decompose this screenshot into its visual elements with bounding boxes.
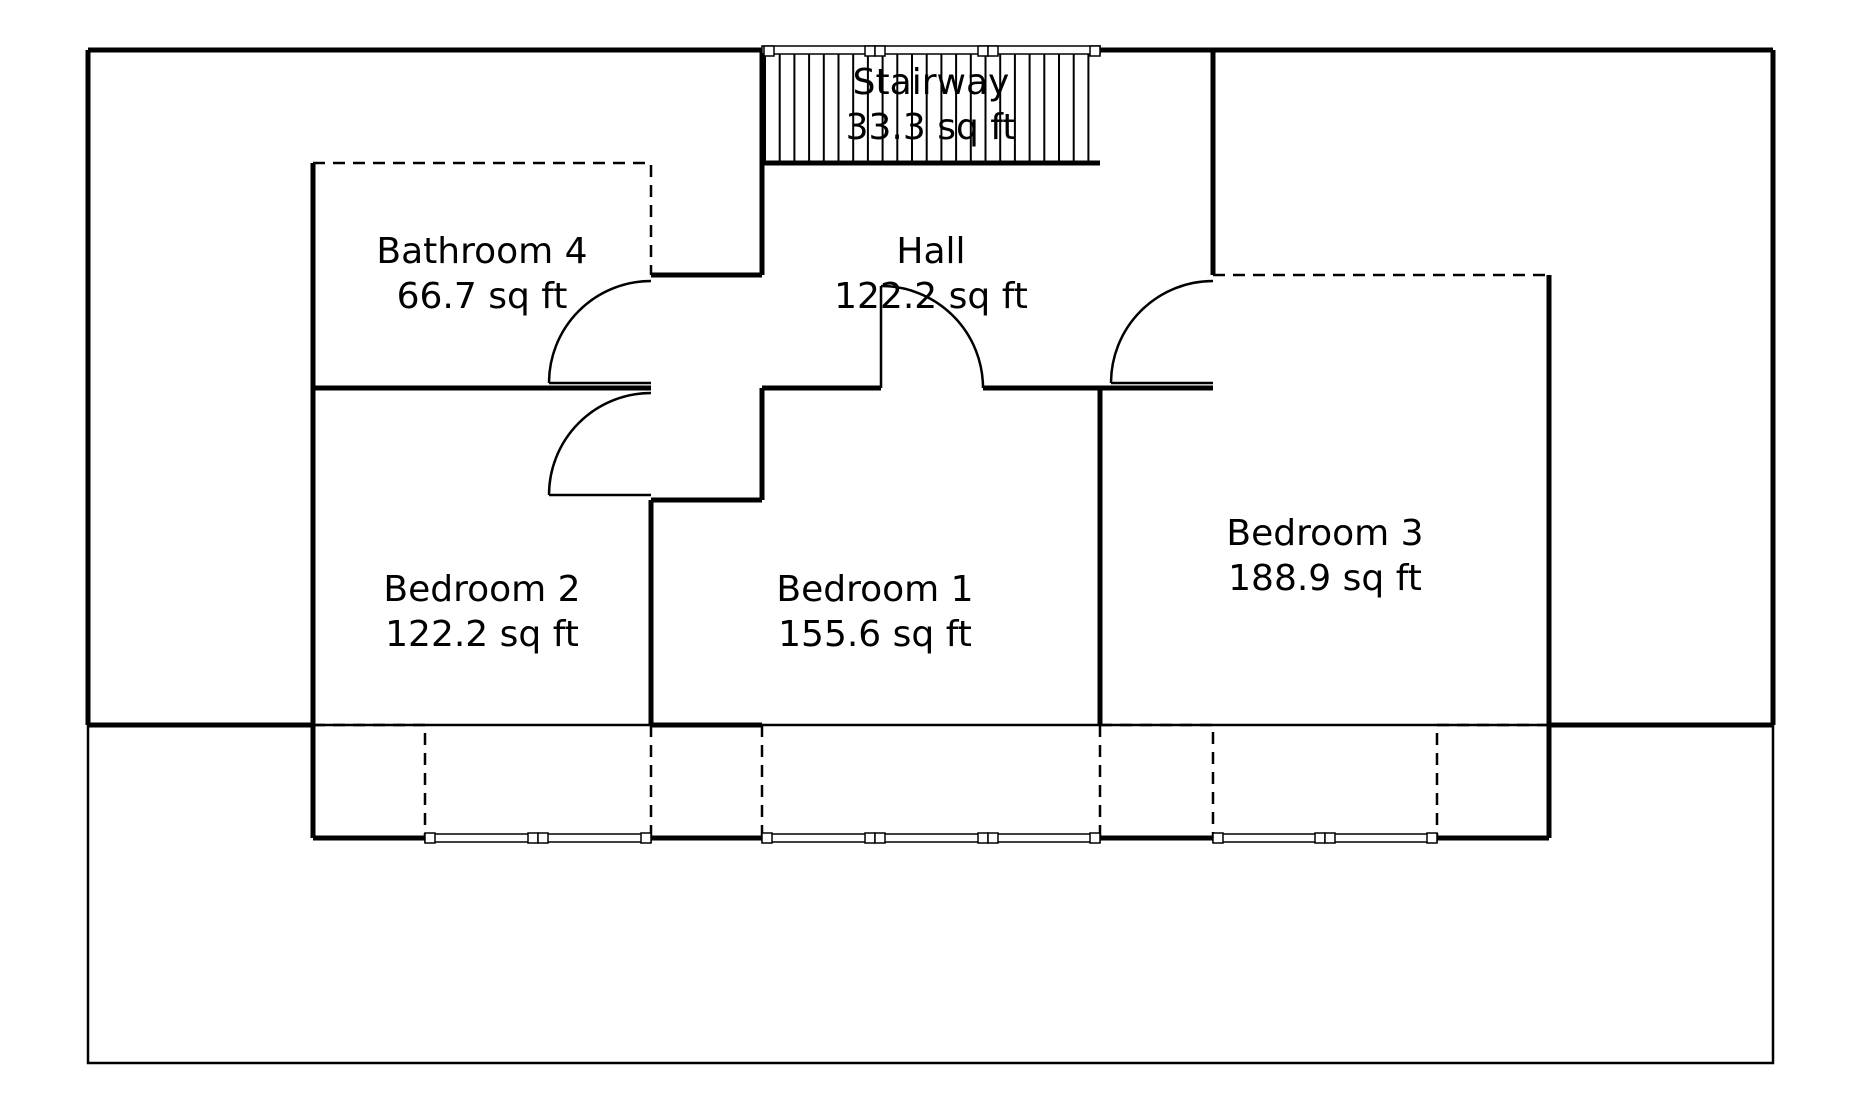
bathroom4-area: 66.7 sq ft <box>397 276 568 317</box>
stairway-area: 33.3 sq ft <box>846 107 1017 148</box>
windows <box>424 45 1438 844</box>
stairway-name: Stairway <box>853 62 1010 103</box>
bathroom4-name: Bathroom 4 <box>376 231 587 272</box>
porch-outline <box>86 723 1775 1065</box>
bedroom3-name: Bedroom 3 <box>1226 513 1423 554</box>
bedroom2-area: 122.2 sq ft <box>385 614 579 655</box>
bedroom1-name: Bedroom 1 <box>776 569 973 610</box>
open-edges <box>313 161 1549 838</box>
walls <box>85 47 1776 841</box>
doors <box>547 279 1214 497</box>
hall-area: 122.2 sq ft <box>834 276 1028 317</box>
bedroom1-area: 155.6 sq ft <box>778 614 972 655</box>
bedroom2-name: Bedroom 2 <box>383 569 580 610</box>
bedroom3-area: 188.9 sq ft <box>1228 558 1422 599</box>
stair-treads <box>764 50 1090 163</box>
room-labels: Stairway 33.3 sq ft Hall 122.2 sq ft Bat… <box>376 62 1423 655</box>
hall-name: Hall <box>896 231 965 272</box>
